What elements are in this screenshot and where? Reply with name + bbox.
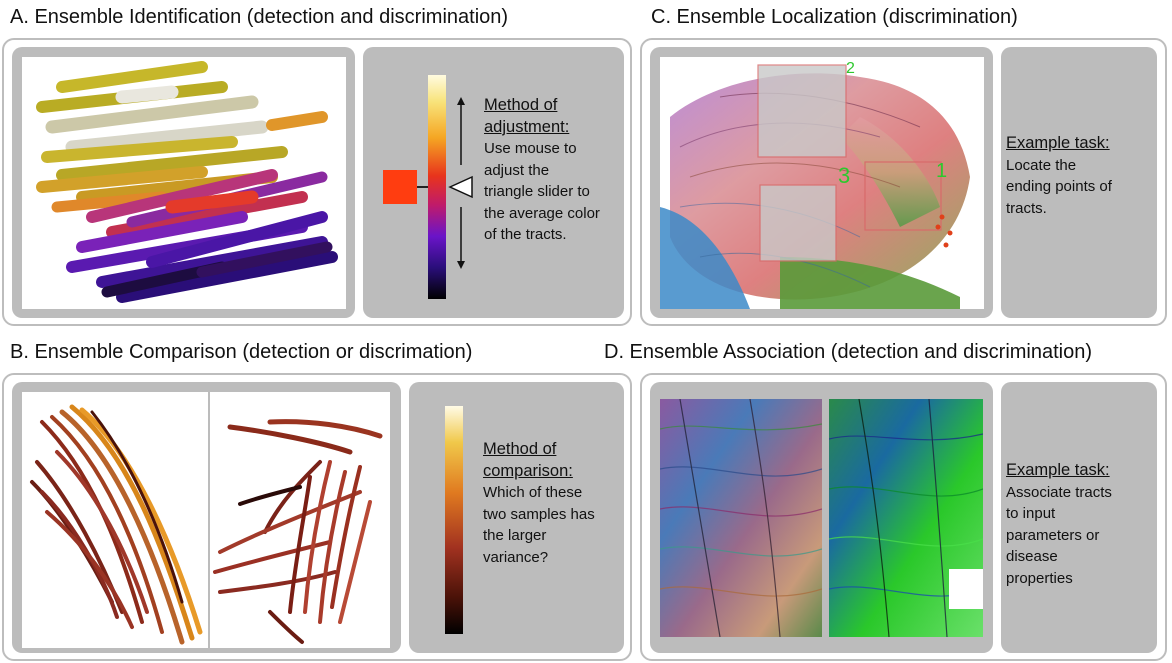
task-line: Locate the: [1006, 156, 1077, 174]
panel-b-image-frame: [12, 382, 401, 653]
method-line: Which of these: [483, 484, 583, 501]
panel-d-title: D. Ensemble Association (detection and d…: [604, 341, 1093, 363]
panel-b-instruction-frame: Method of comparison: Which of these two…: [409, 382, 624, 653]
method-line: Use mouse to: [484, 140, 577, 157]
panel-b: Method of comparison: Which of these two…: [2, 373, 632, 661]
task-line: to input: [1006, 505, 1056, 522]
panel-b-title: B. Ensemble Comparison (detection or dis…: [10, 341, 473, 363]
task-line: disease: [1006, 548, 1058, 565]
task-line: tracts.: [1006, 199, 1047, 217]
association-left-render: [660, 399, 822, 637]
task-line: parameters or: [1006, 526, 1100, 544]
method-heading-line2: adjustment:: [484, 117, 570, 136]
task-line: ending points of: [1006, 178, 1112, 195]
panel-a-title: A. Ensemble Identification (detection an…: [10, 6, 509, 28]
sample-right-image: [210, 392, 390, 648]
panel-c: 2 3 1 Example task: Locate the ending po…: [640, 38, 1167, 326]
task-heading: Example task:: [1006, 461, 1110, 479]
panel-c-instruction-frame: Example task: Locate the ending points o…: [1001, 47, 1157, 318]
tract-bundle-image: [22, 57, 346, 309]
panel-d-image-frame: [650, 382, 993, 653]
method-line: of the tracts.: [484, 226, 567, 243]
method-line: the average color: [484, 204, 600, 222]
inferno-colormap-bar: [428, 75, 446, 299]
brain-tract-render: 2 3 1: [660, 60, 970, 309]
panel-a: Method of adjustment: Use mouse to adjus…: [2, 38, 632, 326]
panel-d-instruction-frame: Example task: Associate tracts to input …: [1001, 382, 1157, 653]
triangle-slider[interactable]: [446, 99, 476, 279]
sample-right-render: [213, 419, 383, 644]
example-task-text: Example task: Associate tracts to input …: [1006, 460, 1156, 589]
copper-colormap-bar: [445, 406, 463, 634]
association-left-image: [660, 399, 822, 637]
panel-a-instruction-frame: Method of adjustment: Use mouse to adjus…: [363, 47, 624, 318]
marker-label: 1: [936, 160, 947, 182]
method-of-adjustment-text: Method of adjustment: Use mouse to adjus…: [484, 95, 624, 246]
method-heading-line1: Method of: [483, 440, 557, 458]
sample-left-render: [30, 404, 203, 645]
panel-c-image-frame: 2 3 1: [650, 47, 993, 318]
brain-tract-image: 2 3 1: [660, 57, 984, 309]
task-line: properties: [1006, 569, 1073, 587]
method-heading-line2: comparison:: [483, 461, 573, 480]
swatch-connector: [417, 186, 429, 188]
panel-a-image-frame: [12, 47, 355, 318]
sample-left-image: [22, 392, 208, 648]
task-line: Associate tracts: [1006, 483, 1112, 501]
method-line: two samples has: [483, 505, 595, 523]
marker-label: 3: [838, 163, 850, 188]
association-right-image: [829, 399, 983, 637]
method-heading-line1: Method of: [484, 96, 558, 114]
panel-d: Example task: Associate tracts to input …: [640, 373, 1167, 661]
updown-arrow-icon: [457, 97, 465, 269]
method-line: adjust the: [484, 161, 550, 179]
marker-label: 2: [846, 60, 855, 77]
association-right-render: [829, 399, 983, 637]
method-line: the larger: [483, 527, 547, 544]
task-heading: Example task:: [1006, 134, 1110, 152]
tract-bundle-render: [36, 61, 338, 303]
panel-c-title: C. Ensemble Localization (discrimination…: [651, 6, 1018, 28]
example-task-text: Example task: Locate the ending points o…: [1006, 133, 1156, 219]
method-line: variance?: [483, 548, 549, 566]
color-swatch: [383, 170, 417, 204]
method-line: triangle slider to: [484, 183, 590, 200]
method-of-comparison-text: Method of comparison: Which of these two…: [483, 439, 623, 568]
